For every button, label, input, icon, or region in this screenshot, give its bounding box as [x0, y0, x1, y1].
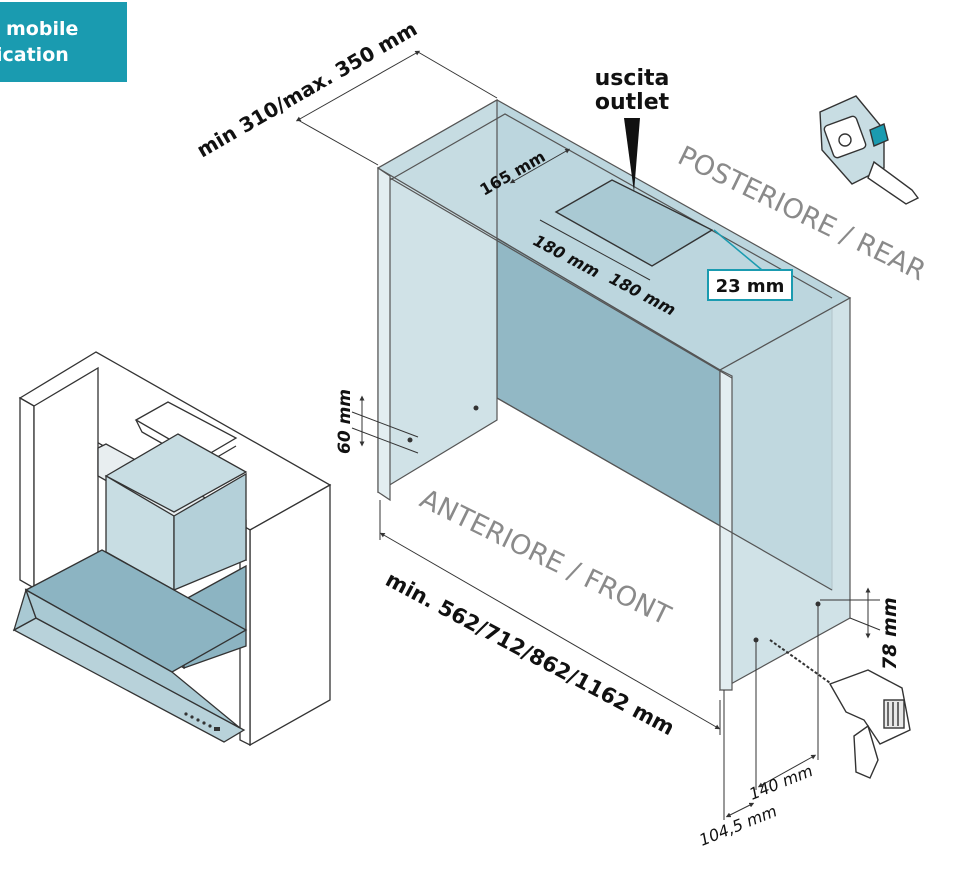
rear-gap-label: 23 mm — [716, 276, 785, 297]
width-dimension — [379, 500, 721, 735]
bottom-hole-height-label: 78 mm — [879, 597, 901, 670]
cabinet-left-front-edge — [377, 166, 391, 502]
info-badge: mobile ication — [0, 2, 127, 82]
outlet-label-it: uscita — [595, 66, 670, 91]
depth-label: min 310/max. 350 mm — [193, 16, 422, 162]
badge-line-2: ication — [0, 44, 69, 66]
outlet-opening — [554, 179, 714, 267]
bottom-hole-offset-label: 104,5 mm — [696, 801, 779, 849]
outlet-label-en: outlet — [595, 90, 670, 115]
cabinet-hood-illustration — [12, 351, 332, 747]
drill-icon — [769, 639, 911, 779]
side-hole-2 — [473, 405, 479, 411]
cabinet-right-front-edge — [719, 369, 733, 691]
cabinet-left-side — [377, 98, 498, 494]
outlet-arrow — [624, 118, 640, 192]
badge-line-1: mobile — [6, 18, 79, 40]
bottom-hole-spacing-dimension — [723, 606, 819, 820]
side-hole-label: 60 mm — [335, 389, 355, 454]
depth-dimension — [295, 50, 498, 166]
bottom-hole-spacing-label: 140 mm — [746, 761, 815, 804]
side-hole-1 — [407, 437, 413, 443]
outlet-offset-dimension — [509, 148, 571, 184]
tape-measure-icon — [819, 95, 920, 205]
bottom-hole-height-dimension — [820, 587, 881, 639]
side-hole-dimension — [351, 395, 419, 454]
bottom-hole-1 — [815, 601, 821, 607]
rear-gap-callout — [707, 269, 793, 301]
bottom-hole-2 — [753, 637, 759, 643]
